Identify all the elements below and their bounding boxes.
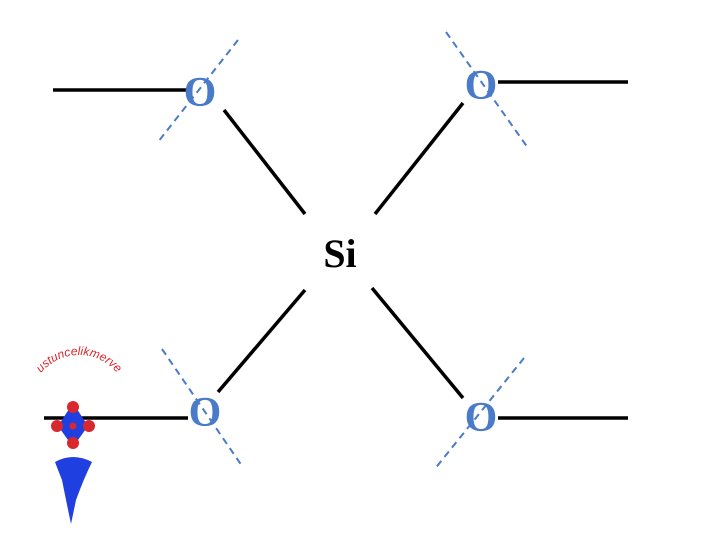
watermark-text: ustuncelikmerve	[33, 344, 125, 375]
bond-si-o-bottom-left	[216, 288, 307, 394]
logo-pen-tip-icon	[55, 457, 92, 524]
logo-dot-top-icon	[67, 401, 79, 413]
watermark-logo: ustuncelikmerve	[33, 344, 125, 524]
logo-dot-right-icon	[83, 420, 95, 432]
plane-top-left	[157, 39, 239, 143]
oxygen-atom-label-top-right: O	[465, 63, 498, 109]
bond-si-o-bottom-right	[370, 286, 465, 400]
logo-dot-left-icon	[51, 420, 63, 432]
oxygen-atom-label-top-left: O	[184, 70, 217, 116]
bond-si-o-top-right	[373, 101, 465, 216]
oxygen-atom-label-bottom-left: O	[189, 390, 222, 436]
logo-dot-center-icon	[69, 422, 77, 430]
logo-dot-bottom-icon	[67, 437, 79, 449]
watermark-text-path: ustuncelikmerve	[33, 344, 125, 375]
silicon-atom-label: Si	[323, 231, 356, 276]
bond-si-o-top-left	[222, 108, 307, 216]
oxygen-atom-label-bottom-right: O	[465, 395, 498, 441]
